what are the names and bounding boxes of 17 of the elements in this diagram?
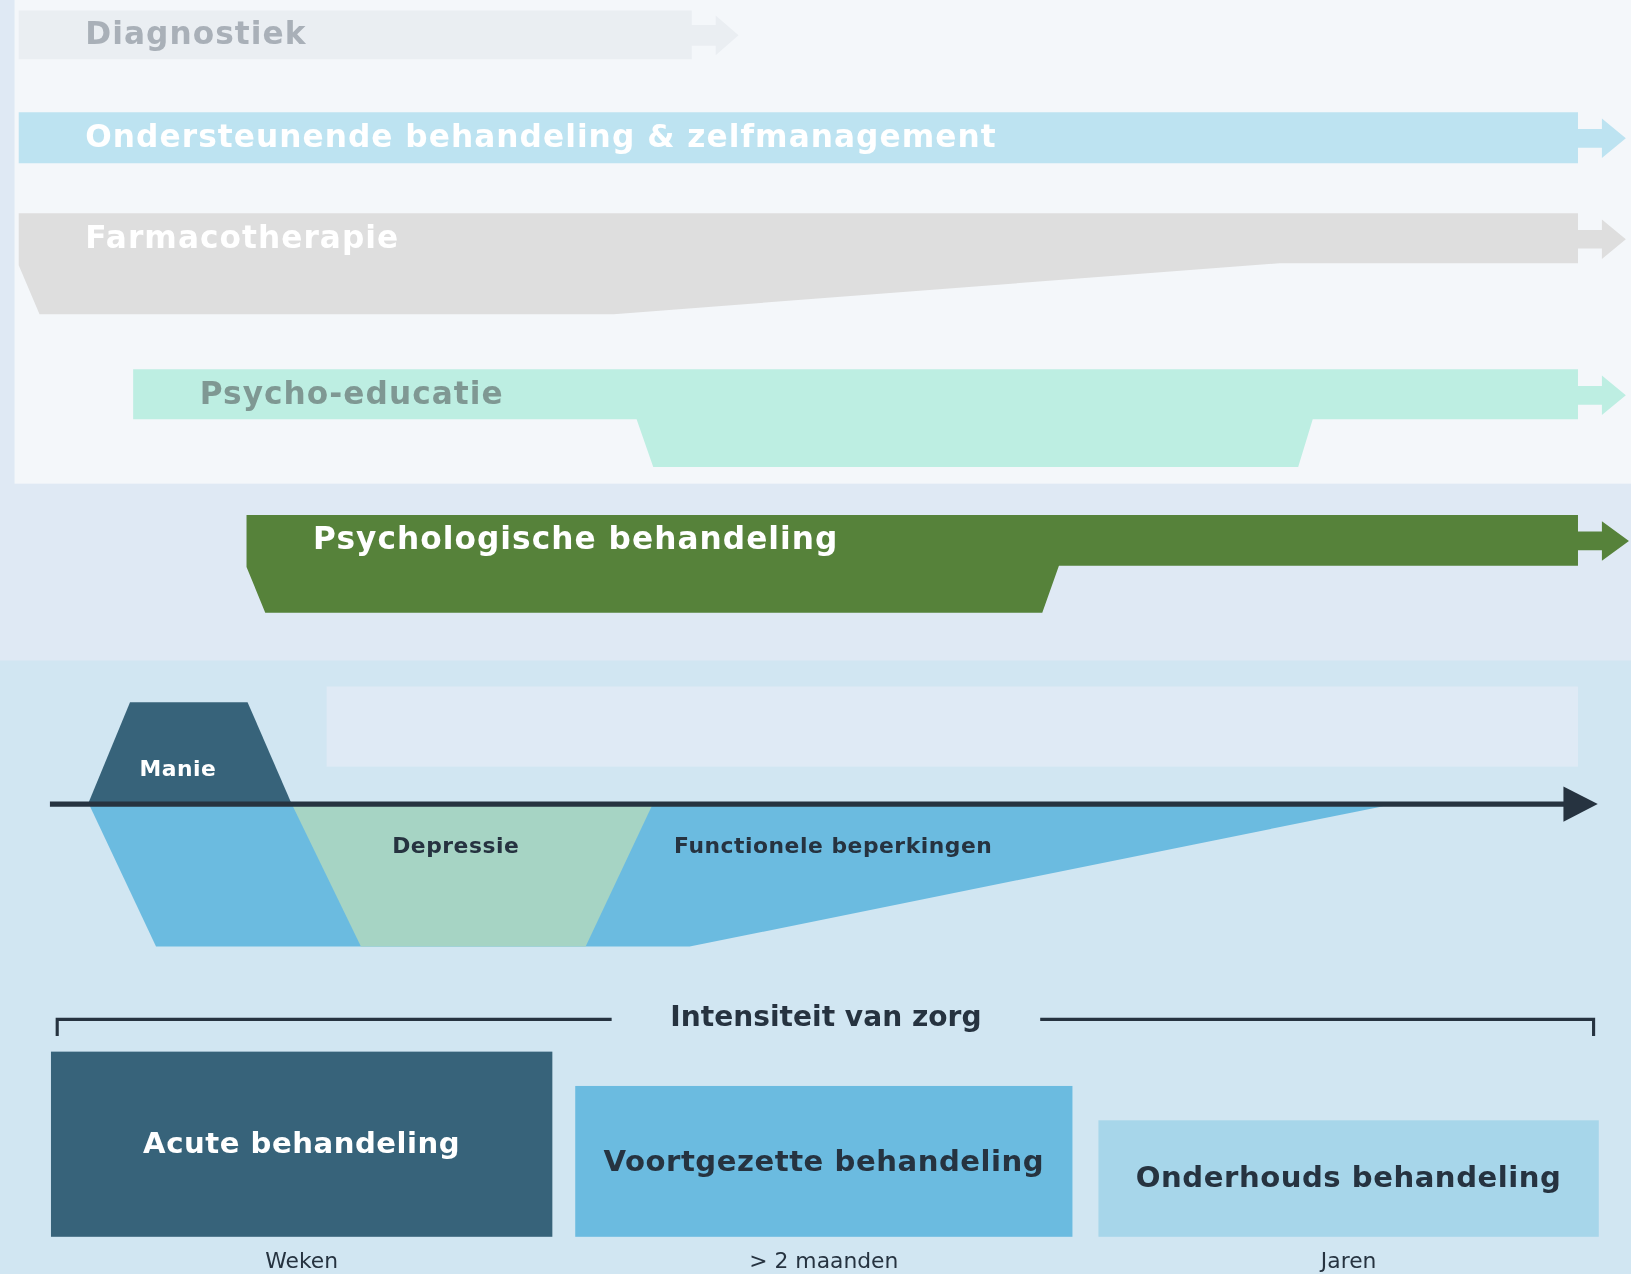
treatment-box bbox=[575, 1085, 1073, 1237]
duration-label: Weken bbox=[264, 1249, 340, 1274]
duration-label: > 2 maanden bbox=[748, 1249, 900, 1274]
treatment-box bbox=[1098, 1120, 1599, 1237]
treatment-box bbox=[50, 1051, 553, 1237]
box-label: Acute behandeling bbox=[142, 1128, 462, 1161]
phase-label: Functionele beperkingen bbox=[674, 834, 993, 859]
scale-label: Intensiteit van zorg bbox=[669, 1000, 983, 1032]
duration-label: Jaren bbox=[1318, 1249, 1378, 1274]
band-label: Psychologische behandeling bbox=[313, 521, 839, 556]
band-label: Diagnostiek bbox=[85, 15, 307, 50]
box-label: Onderhouds behandeling bbox=[1134, 1162, 1563, 1195]
phase-label: Manie bbox=[139, 757, 217, 782]
phase-label: Depressie bbox=[392, 834, 520, 859]
box-label: Voortgezette behandeling bbox=[602, 1145, 1046, 1178]
band-label: Ondersteunende behandeling & zelfmanagement bbox=[85, 118, 997, 153]
band-label: Psycho-educatie bbox=[199, 375, 504, 410]
